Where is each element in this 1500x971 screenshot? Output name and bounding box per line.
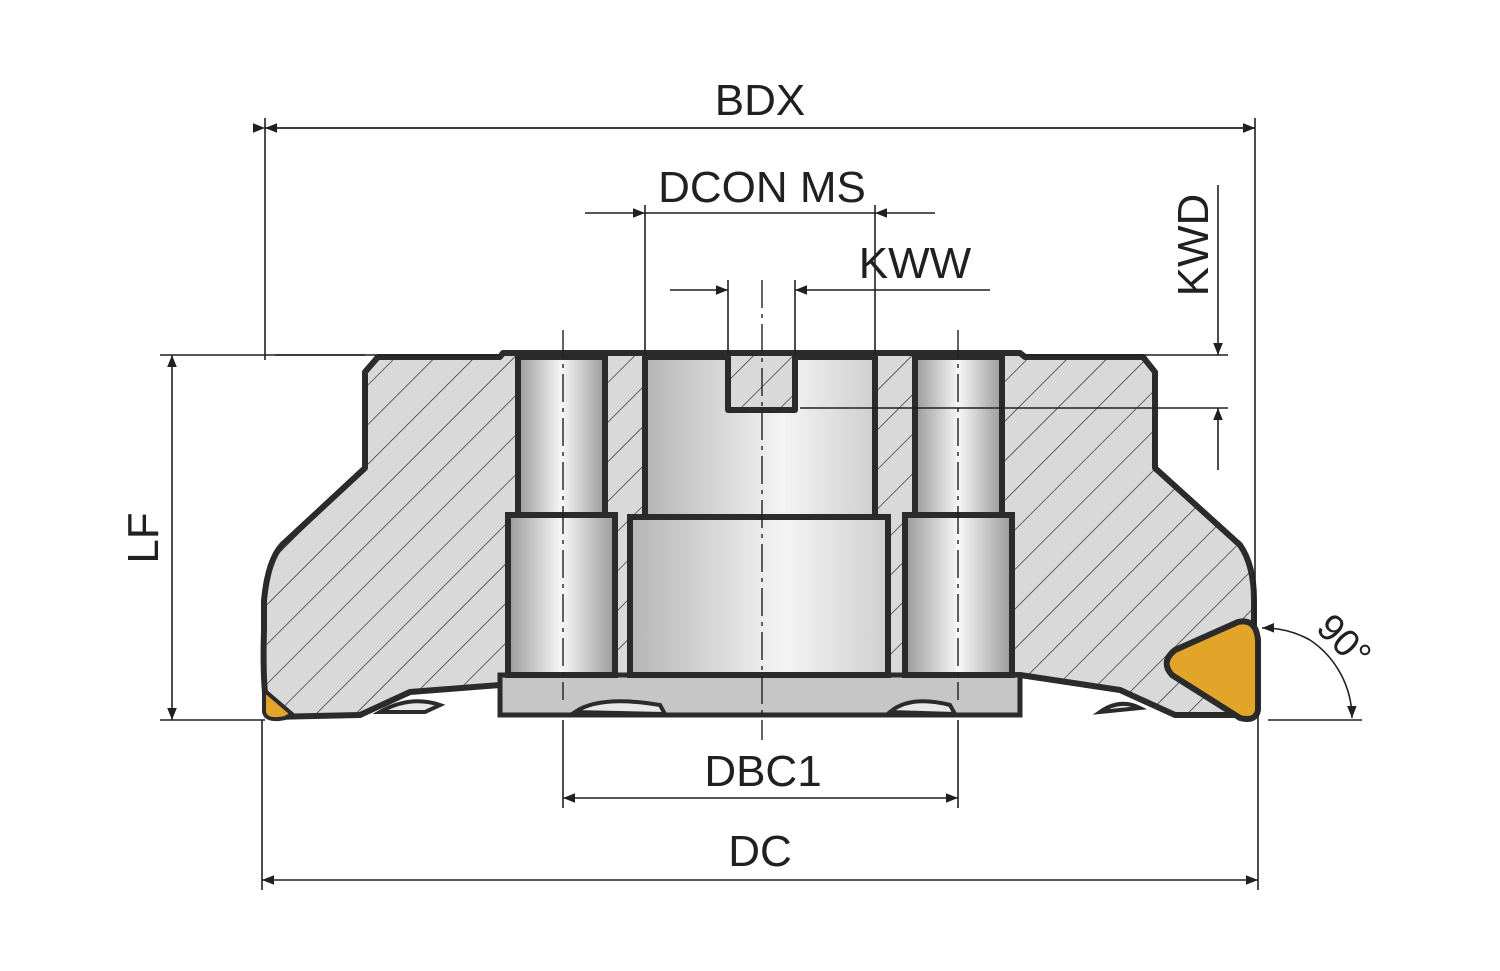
label-kwd: KWD: [1169, 194, 1218, 297]
label-dcon-ms: DCON MS: [658, 163, 866, 212]
label-bdx: BDX: [715, 76, 805, 125]
right-insert: [1163, 618, 1261, 722]
label-dbc1: DBC1: [704, 747, 821, 796]
label-kww: KWW: [859, 239, 972, 288]
central-bore: [627, 354, 891, 678]
extension-lines: [160, 118, 1362, 890]
center-lines: [562, 280, 959, 740]
label-dc: DC: [728, 827, 792, 876]
label-angle: 90°: [1308, 606, 1378, 676]
left-screw-hole: [505, 354, 618, 678]
left-insert: [262, 685, 296, 722]
label-lf: LF: [119, 512, 168, 563]
